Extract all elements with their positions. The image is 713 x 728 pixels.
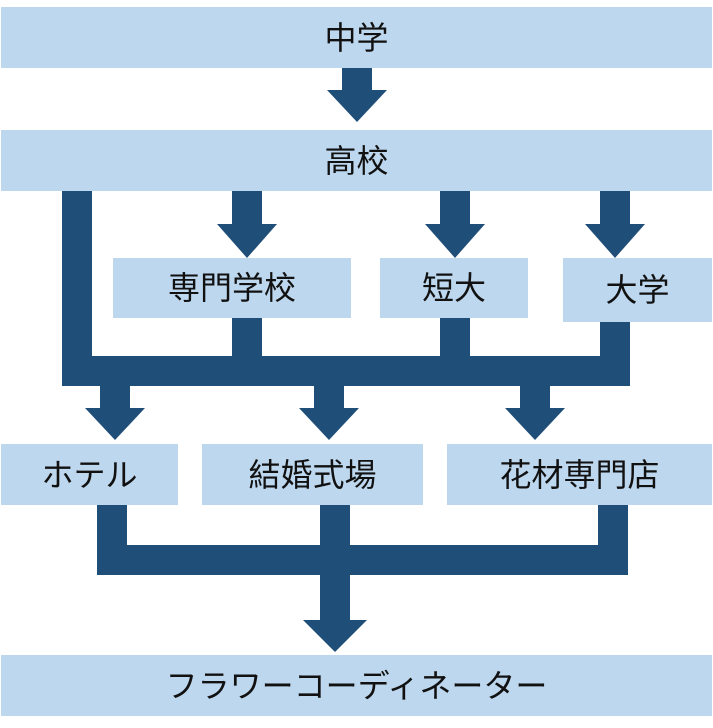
box-university: 大学 — [563, 258, 712, 322]
box-high-school: 高校 — [1, 130, 712, 191]
connector-education-bus — [62, 356, 630, 386]
arrow-to-florist-shop — [505, 408, 565, 440]
box-wedding-hall: 結婚式場 — [202, 444, 423, 505]
arrow-to-career — [303, 620, 367, 652]
connector-vocational-drop — [232, 318, 262, 358]
connector-bus-to-wedding-hall — [314, 384, 344, 408]
arrow-to-wedding-hall — [299, 408, 359, 440]
connector-wedding-hall-drop — [320, 505, 350, 550]
connector-junior-to-high — [342, 68, 372, 90]
arrow-to-high-school — [327, 90, 387, 122]
box-flower-coordinator: フラワーコーディネーター — [1, 655, 712, 716]
connector-high-left-trunk — [62, 191, 92, 386]
arrow-to-university — [585, 224, 645, 258]
connector-bus-to-hotel — [100, 384, 130, 408]
box-florist-shop: 花材専門店 — [447, 444, 712, 505]
connector-workplace-bus — [97, 545, 628, 575]
box-junior-college: 短大 — [380, 258, 528, 318]
arrow-to-hotel — [85, 408, 145, 440]
connector-university-drop — [600, 322, 630, 358]
box-junior-high: 中学 — [1, 7, 712, 68]
connector-high-to-vocational — [232, 191, 262, 224]
arrow-to-junior-college — [425, 224, 485, 258]
box-vocational-school: 専門学校 — [113, 258, 351, 318]
connector-bus-to-florist-shop — [520, 384, 550, 408]
arrow-to-vocational-school — [217, 224, 277, 258]
connector-high-to-junior-college — [440, 191, 470, 224]
connector-junior-college-drop — [440, 318, 470, 358]
connector-high-to-university — [600, 191, 630, 224]
connector-bus-to-career — [320, 573, 350, 620]
box-hotel: ホテル — [1, 444, 178, 505]
